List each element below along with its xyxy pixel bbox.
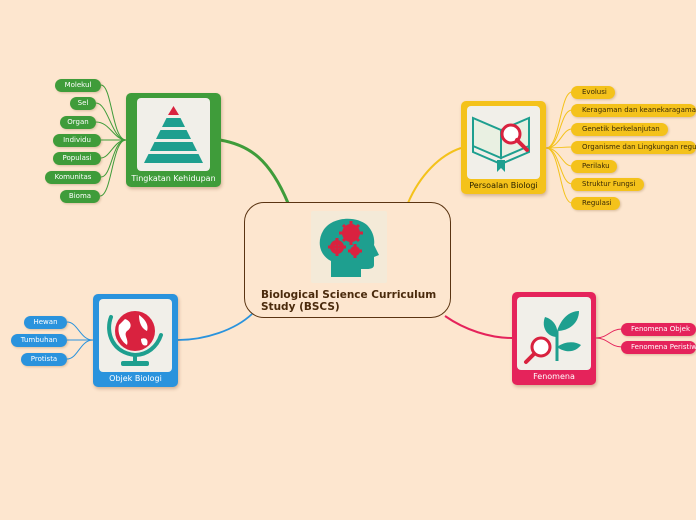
leaf-perilaku[interactable]: Perilaku: [571, 160, 617, 173]
leaf-molekul[interactable]: Molekul: [55, 79, 101, 92]
main-node-persoalan[interactable]: Persoalan Biologi: [461, 101, 546, 194]
leaf-komunitas[interactable]: Komunitas: [45, 171, 101, 184]
globe-icon: [99, 299, 172, 372]
central-title: Biological Science Curriculum Study (BSC…: [261, 289, 437, 313]
central-topic[interactable]: Biological Science Curriculum Study (BSC…: [244, 202, 451, 318]
node-label: Tingkatan Kehidupan: [131, 174, 216, 183]
leaf-hewan[interactable]: Hewan: [24, 316, 67, 329]
leaf-populasi[interactable]: Populasi: [53, 152, 101, 165]
plant-magnifier-icon: [517, 297, 591, 370]
leaf-struktur-fungsi[interactable]: Struktur Fungsi: [571, 178, 644, 191]
leaf-organisme[interactable]: Organisme dan Lingkungan regu: [571, 141, 696, 154]
leaf-keragaman[interactable]: Keragaman dan keanekaragaman: [571, 104, 696, 117]
book-magnifier-icon: [467, 106, 540, 179]
node-label: Fenomena: [533, 372, 575, 381]
leaf-sel[interactable]: Sel: [70, 97, 96, 110]
connector-fenomena: [444, 315, 513, 339]
leaf-tumbuhan[interactable]: Tumbuhan: [11, 334, 67, 347]
leaf-fenomena-peristiwa[interactable]: Fenomena Peristiw: [621, 341, 696, 354]
main-node-objek[interactable]: Objek Biologi: [93, 294, 178, 387]
leaf-fenomena-objek[interactable]: Fenomena Objek: [621, 323, 696, 336]
connector-persoalan: [407, 147, 462, 204]
leaf-genetik[interactable]: Genetik berkelanjutan: [571, 123, 668, 136]
connector-tingkatan: [219, 138, 290, 204]
head-gears-icon: [311, 211, 387, 283]
node-label: Objek Biologi: [109, 374, 162, 383]
pyramid-icon: [137, 98, 210, 171]
connector-objek: [177, 313, 253, 341]
leaf-individu[interactable]: Individu: [53, 134, 101, 147]
node-label: Persoalan Biologi: [469, 181, 538, 190]
leaf-evolusi[interactable]: Evolusi: [571, 86, 615, 99]
main-node-fenomena[interactable]: Fenomena: [512, 292, 596, 385]
leaf-bioma[interactable]: Bioma: [60, 190, 100, 203]
leaf-regulasi[interactable]: Regulasi: [571, 197, 620, 210]
main-node-tingkatan[interactable]: Tingkatan Kehidupan: [126, 93, 221, 187]
leaf-organ[interactable]: Organ: [60, 116, 96, 129]
leaf-protista[interactable]: Protista: [21, 353, 67, 366]
